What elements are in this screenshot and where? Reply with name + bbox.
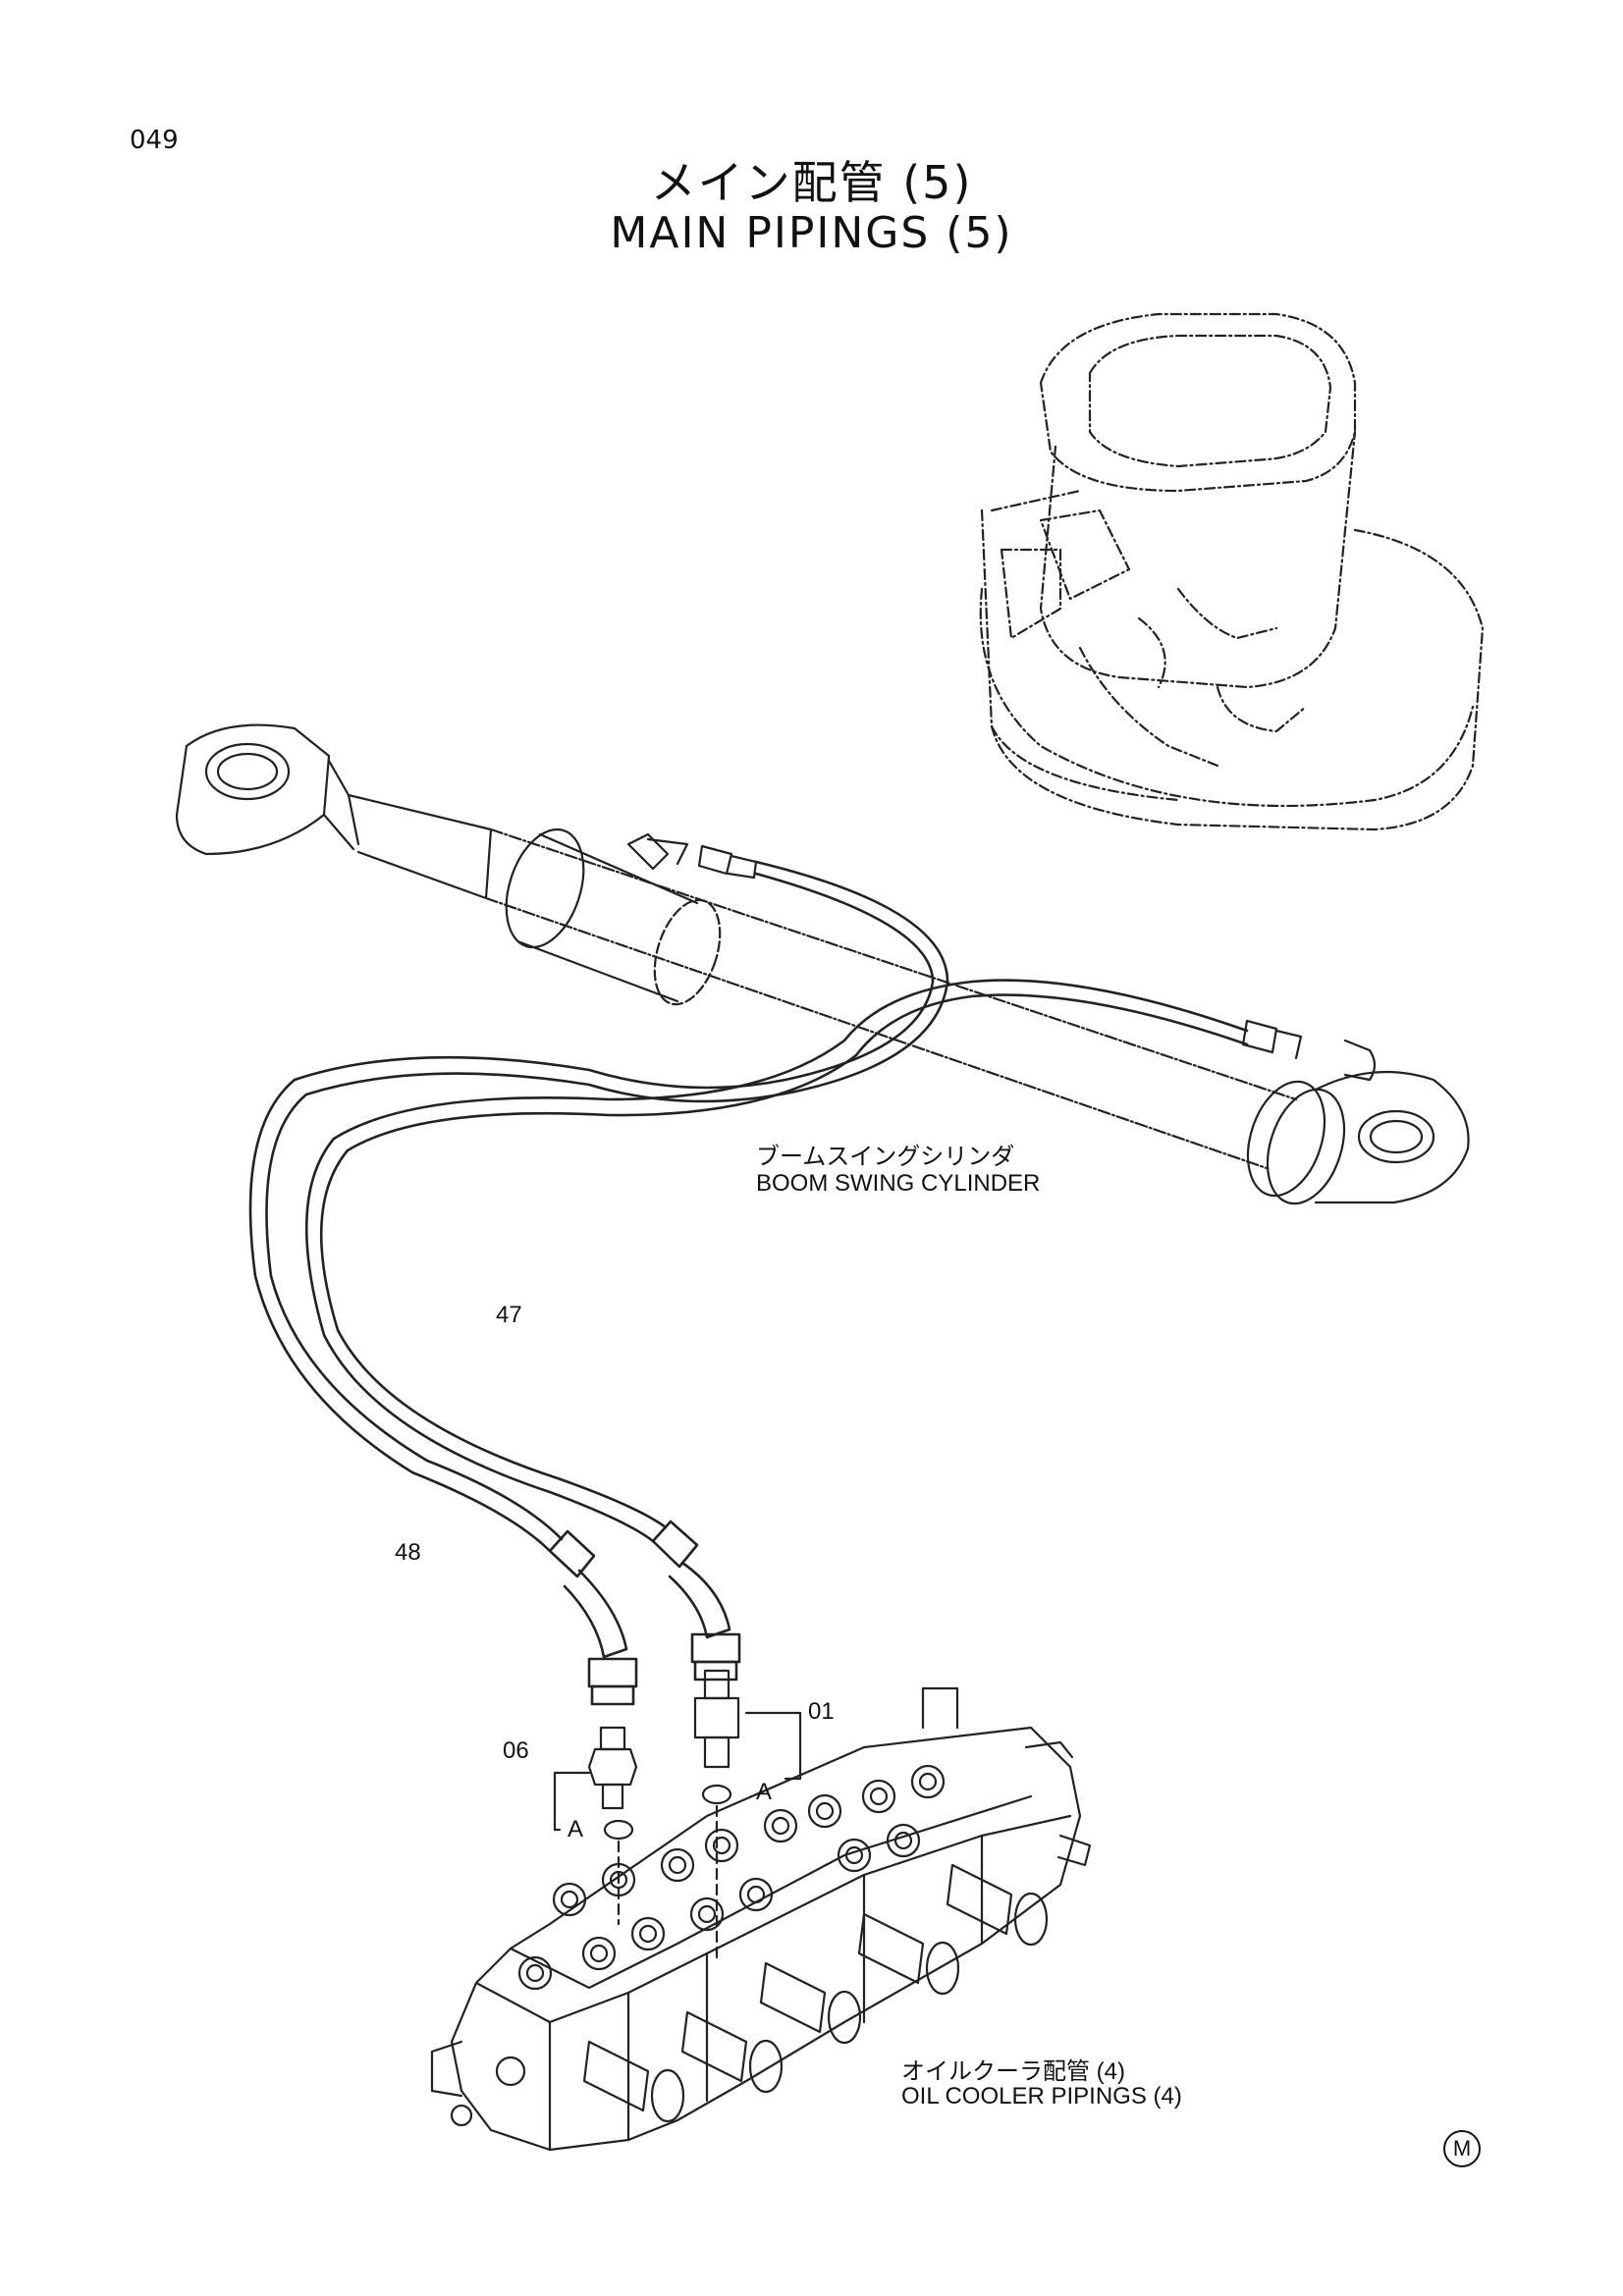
page-title-japanese: メイン配管 (5) (650, 156, 973, 209)
page-mark-m: M (1443, 2130, 1481, 2167)
excavator-body-illustration (979, 312, 1485, 831)
label-oil-cooler-pipings-ja: オイルクーラ配管 (4) (901, 2058, 1125, 2085)
part-number-47: 47 (496, 1302, 522, 1328)
part-number-48: 48 (395, 1539, 421, 1566)
label-oil-cooler-pipings-en: OIL COOLER PIPINGS (4) (901, 2083, 1182, 2109)
part-number-01: 01 (808, 1698, 835, 1725)
section-mark-a-left: A (568, 1816, 584, 1842)
control-valve-illustration (430, 1686, 1092, 2152)
part-number-06: 06 (503, 1737, 529, 1764)
adapters-and-o-rings (553, 1669, 802, 1965)
label-boom-swing-cylinder-en: BOOM SWING CYLINDER (756, 1170, 1041, 1197)
hose-47-and-48 (248, 860, 1249, 1706)
label-boom-swing-cylinder-ja: ブームスイングシリンダ (756, 1144, 1015, 1170)
page-title-english: MAIN PIPINGS (5) (610, 208, 1013, 258)
page-number: 049 (130, 126, 179, 155)
section-mark-a-right: A (756, 1779, 773, 1805)
